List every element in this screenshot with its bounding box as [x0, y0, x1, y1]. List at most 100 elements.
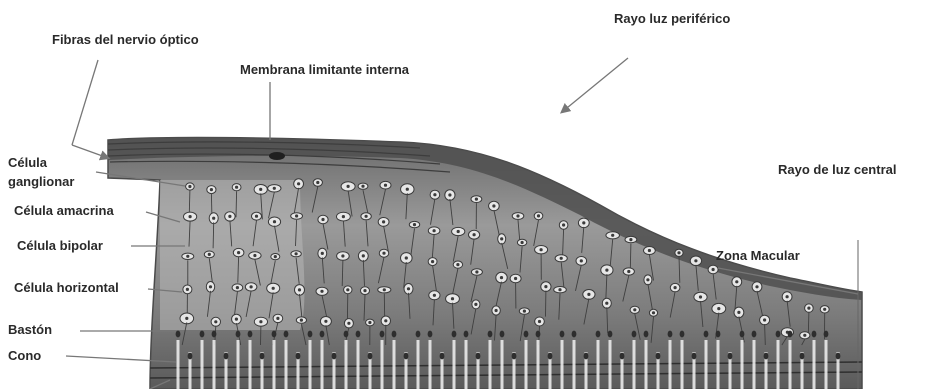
cell-nucleus [346, 288, 349, 291]
rod-nucleus [572, 331, 577, 338]
leader-rayo-periferico [562, 58, 628, 112]
cell-nucleus [298, 288, 301, 291]
cell-nucleus [694, 259, 697, 262]
cone-nucleus [692, 353, 697, 360]
cell-nucleus [300, 319, 303, 322]
rod-cell [777, 340, 780, 389]
rod-nucleus [380, 331, 385, 338]
label-celula-amacrina: Célula amacrina [14, 203, 114, 219]
cell-nucleus [276, 317, 279, 320]
cell-nucleus [514, 277, 517, 280]
rod-nucleus [752, 331, 757, 338]
rod-cell [489, 340, 492, 389]
cell-nucleus [457, 230, 460, 233]
cell-nucleus [185, 317, 188, 320]
cell-nucleus [763, 318, 766, 321]
cell-nucleus [540, 248, 543, 251]
cell-nucleus [384, 184, 387, 187]
cell-nucleus [316, 181, 319, 184]
label-membrana-limitante: Membrana limitante interna [240, 62, 409, 78]
cell-nucleus [250, 285, 253, 288]
rod-cell [669, 340, 672, 389]
rod-cell [753, 340, 756, 389]
cell-process [213, 222, 214, 248]
rod-nucleus [212, 331, 217, 338]
rod-nucleus [200, 331, 205, 338]
cone-nucleus [224, 353, 229, 360]
cone-nucleus [800, 353, 805, 360]
cell-nucleus [677, 251, 680, 254]
cell-nucleus [382, 220, 385, 223]
rod-cell [501, 340, 504, 389]
rod-nucleus [344, 331, 349, 338]
rod-nucleus [644, 331, 649, 338]
rod-cell [597, 340, 600, 389]
label-celula-ganglionar-line2: ganglionar [8, 174, 74, 190]
cell-nucleus [413, 223, 416, 226]
rod-nucleus [236, 331, 241, 338]
rod-nucleus [500, 331, 505, 338]
rod-cell [537, 340, 540, 389]
cell-nucleus [259, 188, 262, 191]
cone-nucleus [620, 353, 625, 360]
rod-cell [357, 340, 360, 389]
cell-nucleus [228, 215, 231, 218]
rod-nucleus [464, 331, 469, 338]
rod-nucleus [824, 331, 829, 338]
rod-cell [825, 340, 828, 389]
cell-nucleus [456, 263, 459, 266]
cell-nucleus [451, 297, 454, 300]
rod-cell [525, 340, 528, 389]
cell-nucleus [737, 311, 740, 314]
label-celula-bipolar: Célula bipolar [17, 238, 103, 254]
rod-cell [201, 340, 204, 389]
rod-nucleus [356, 331, 361, 338]
cell-nucleus [475, 270, 478, 273]
rod-nucleus [668, 331, 673, 338]
cell-nucleus [361, 185, 364, 188]
rod-nucleus [272, 331, 277, 338]
rod-cell [741, 340, 744, 389]
cone-nucleus [512, 353, 517, 360]
cell-nucleus [516, 214, 519, 217]
cell-nucleus [259, 320, 262, 323]
cell-nucleus [253, 254, 256, 257]
rod-cell [249, 340, 252, 389]
membrane-node [269, 152, 285, 160]
cell-nucleus [255, 215, 258, 218]
cell-nucleus [646, 278, 649, 281]
cell-nucleus [803, 334, 806, 337]
rod-cell [645, 340, 648, 389]
cone-nucleus [584, 353, 589, 360]
cell-nucleus [209, 285, 212, 288]
cell-nucleus [699, 295, 702, 298]
rod-cell [465, 340, 468, 389]
rod-nucleus [776, 331, 781, 338]
rod-nucleus [788, 331, 793, 338]
cell-nucleus [475, 198, 478, 201]
cell-nucleus [186, 255, 189, 258]
rod-cell [237, 340, 240, 389]
cell-nucleus [652, 311, 655, 314]
rod-cell [561, 340, 564, 389]
rod-cell [705, 340, 708, 389]
cell-nucleus [492, 204, 495, 207]
rod-cell [609, 340, 612, 389]
rod-nucleus [284, 331, 289, 338]
cell-nucleus [347, 322, 350, 325]
label-fibras-nervio-optico: Fibras del nervio óptico [52, 32, 199, 48]
rod-cell [321, 340, 324, 389]
rod-cell [273, 340, 276, 389]
cone-nucleus [188, 353, 193, 360]
cell-nucleus [521, 241, 524, 244]
rod-nucleus [596, 331, 601, 338]
cell-nucleus [295, 252, 298, 255]
cell-nucleus [188, 185, 191, 188]
rod-nucleus [428, 331, 433, 338]
cell-nucleus [712, 268, 715, 271]
rod-nucleus [632, 331, 637, 338]
cell-process [236, 191, 237, 217]
cone-nucleus [260, 353, 265, 360]
rod-cell [813, 340, 816, 389]
